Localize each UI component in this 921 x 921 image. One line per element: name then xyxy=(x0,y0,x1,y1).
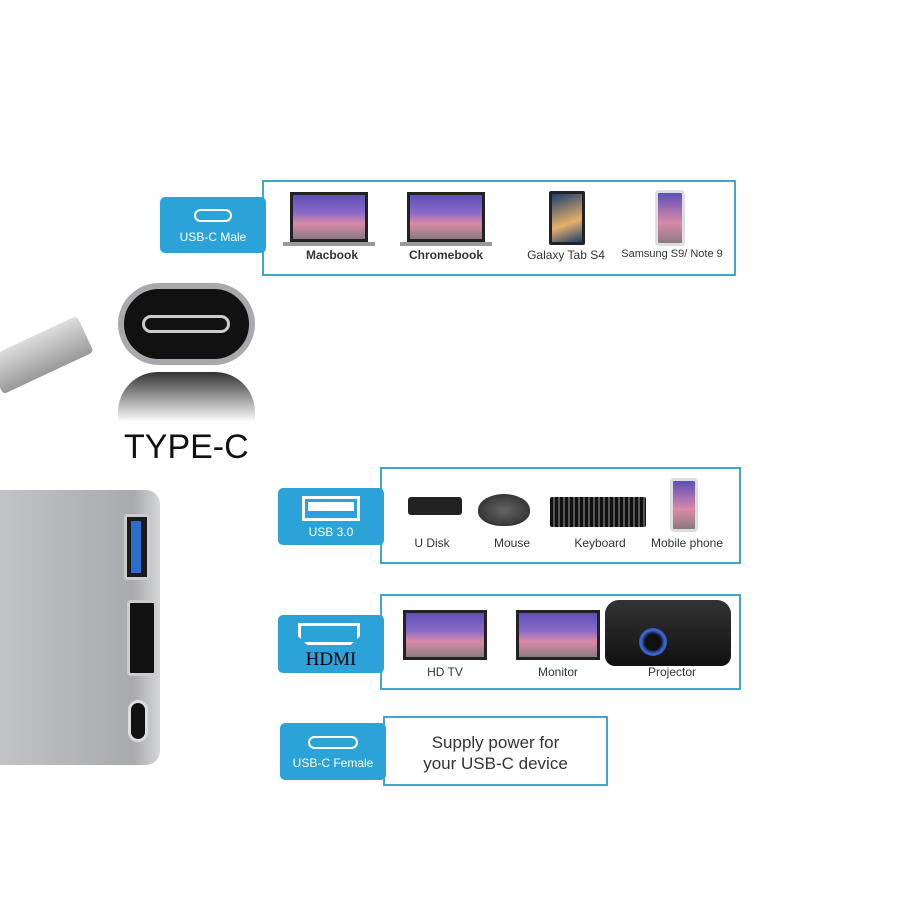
usb-c-female-port xyxy=(128,700,148,742)
monitor-image xyxy=(516,610,600,660)
usb-c-port-icon xyxy=(308,736,358,749)
projector-image xyxy=(605,600,731,666)
usb-c-connector-image xyxy=(118,283,255,365)
hdmi-port xyxy=(127,600,157,676)
chromebook-image xyxy=(407,192,485,242)
u-disk-image xyxy=(408,497,462,515)
device-label: Monitor xyxy=(537,665,578,679)
device-label: Chromebook xyxy=(408,248,483,262)
usb-c-male-tag: USB-C Male xyxy=(160,197,266,253)
mouse-image xyxy=(478,494,530,526)
device-label: Projector xyxy=(647,665,697,679)
usb-a-port-icon xyxy=(302,496,360,521)
device-label: Samsung S9/ Note 9 xyxy=(621,248,723,260)
type-c-label: TYPE-C xyxy=(124,428,249,466)
connector-reflection xyxy=(118,372,255,422)
galaxy-tab-image xyxy=(549,191,585,245)
usb-c-female-tag: USB-C Female xyxy=(280,723,386,780)
mobile-phone-image xyxy=(670,478,698,532)
usb-a-port xyxy=(124,514,150,580)
usb3-tag: USB 3.0 xyxy=(278,488,384,545)
hd-tv-image xyxy=(403,610,487,660)
supply-power-text: Supply power for your USB-C device xyxy=(423,733,568,773)
keyboard-image xyxy=(550,497,646,527)
hdmi-port-icon xyxy=(298,623,360,645)
hdmi-tag: HDMI xyxy=(278,615,384,673)
device-label: Mobile phone xyxy=(650,536,724,550)
macbook-image xyxy=(290,192,368,242)
device-label: Galaxy Tab S4 xyxy=(527,248,605,262)
usb-c-port-icon xyxy=(194,209,232,222)
usb-c-cable xyxy=(0,315,94,395)
device-label: HD TV xyxy=(427,665,463,679)
device-label: Macbook xyxy=(305,248,358,262)
device-label: Mouse xyxy=(493,536,531,550)
samsung-phone-image xyxy=(655,190,685,246)
device-label: U Disk xyxy=(414,536,450,550)
device-label: Keyboard xyxy=(574,536,626,550)
